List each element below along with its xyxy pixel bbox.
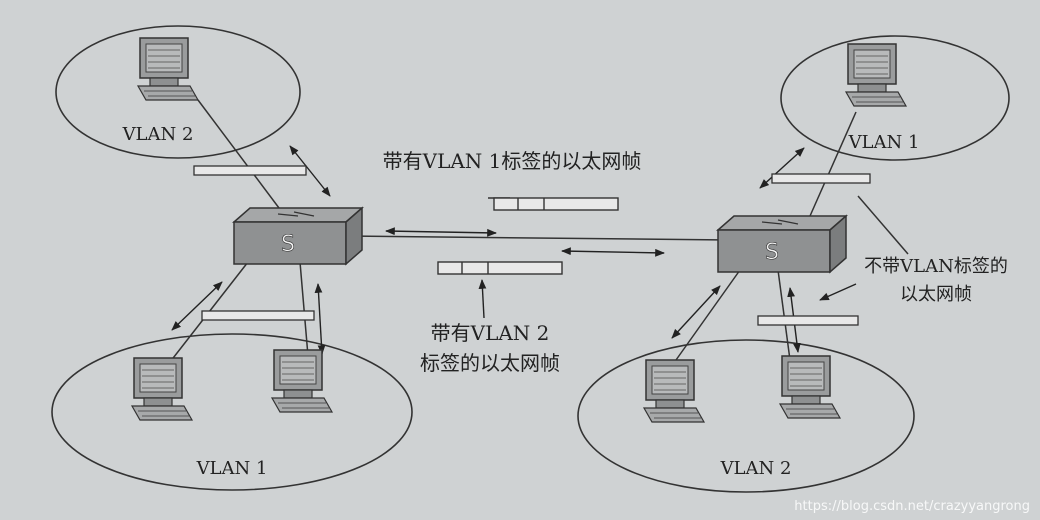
computer-icon [271, 349, 333, 413]
group-label-top-left: VLAN 2 [122, 124, 194, 145]
tagged-frame-vlan2 [437, 261, 563, 275]
vlan-area-bottom-right [577, 339, 915, 493]
tagged-frame-vlan1 [493, 197, 619, 211]
switch-icon [717, 215, 847, 273]
vlan-area-top-right [780, 35, 1010, 161]
annotation-untagged-line1: 不带VLAN标签的 [864, 256, 1008, 277]
computer-icon [131, 357, 193, 421]
vlan-area-bottom-left [51, 333, 413, 491]
untagged-frames [193, 165, 871, 326]
watermark: https://blog.csdn.net/crazyyangrong [794, 499, 1030, 514]
group-label-top-right: VLAN 1 [848, 132, 920, 153]
annotation-tagged-vlan2-line2: 标签的以太网帧 [420, 351, 560, 375]
annotation-tagged-vlan2-line1: 带有VLAN 2 [431, 321, 550, 345]
computer-icon [845, 43, 907, 107]
annotation-tagged-vlan1: 带有VLAN 1标签的以太网帧 [383, 149, 642, 173]
annotation-untagged-line2: 以太网帧 [900, 284, 972, 305]
group-label-bottom-left: VLAN 1 [196, 458, 268, 479]
group-label-bottom-right: VLAN 2 [720, 458, 792, 479]
computer-icon [137, 37, 199, 101]
computer-icon [643, 359, 705, 423]
switch-icon [233, 207, 363, 265]
vlan-area-top-left [55, 25, 301, 159]
computer-icon [779, 355, 841, 419]
